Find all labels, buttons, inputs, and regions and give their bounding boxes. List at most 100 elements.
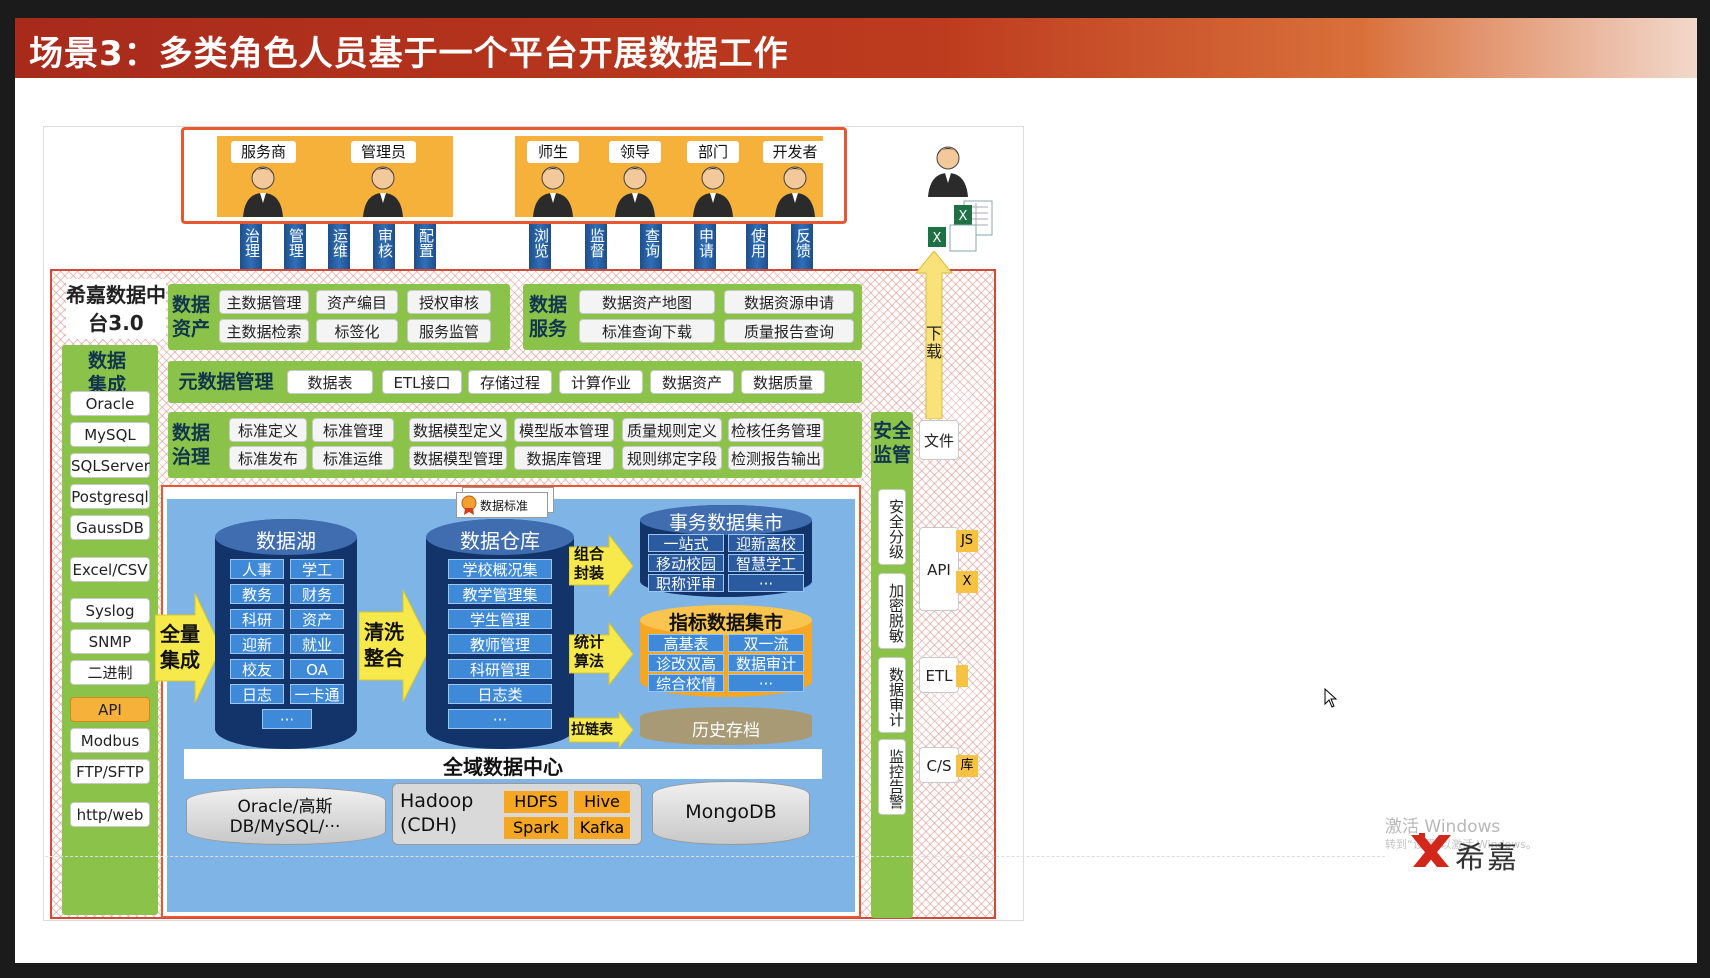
metadata-item: 数据质量 — [741, 370, 825, 394]
arrow-shaft — [585, 224, 607, 272]
index-mart-item: 数据审计 — [728, 654, 804, 673]
source-mysql: MySQL — [70, 422, 150, 447]
output-cs: C/S — [919, 747, 959, 783]
warehouse-item: 日志类 — [448, 684, 552, 704]
source-syslog: Syslog — [70, 598, 150, 623]
data-lake-item: ··· — [262, 709, 312, 729]
arrow-shaft — [414, 224, 436, 272]
history-cylinder — [640, 707, 812, 745]
asset-service-monitor: 服务监管 — [407, 319, 491, 343]
kafka-chip: Kafka — [574, 817, 630, 839]
action-label: 运维 — [331, 228, 349, 258]
platform-name: 希嘉数据中台3.0 — [66, 283, 166, 335]
role-teacher-student: 师生 — [527, 141, 579, 163]
biz-mart-item: 一站式 — [648, 534, 724, 553]
output-api: API — [919, 527, 959, 611]
warehouse-item: 学校概况集 — [448, 559, 552, 579]
data-lake-item: 校友 — [230, 659, 284, 679]
arrow-shaft — [240, 224, 262, 272]
governance-item: 规则绑定字段 — [622, 446, 722, 470]
windows-watermark-line1: 激活 Windows — [1385, 817, 1501, 837]
governance-item: 标准管理 — [312, 418, 394, 442]
security-item: 数据审计 — [878, 657, 906, 733]
slide: 场景3：多类角色人员基于一个平台开展数据工作 服务商 管理员 师生 领导 部门 … — [15, 18, 1697, 963]
svg-text:X: X — [959, 209, 968, 224]
oracle-storage — [186, 787, 386, 845]
warehouse-title: 数据仓库 — [460, 529, 540, 553]
source-sqlserver: SQLServer — [70, 453, 150, 478]
action-label: 浏览 — [532, 228, 550, 258]
governance-item: 数据库管理 — [514, 446, 614, 470]
hadoop-label: Hadoop (CDH) — [400, 790, 474, 836]
tag-x: X — [956, 571, 978, 593]
download-label: 下载 — [925, 324, 942, 361]
person-icon — [615, 166, 655, 217]
index-mart-top — [640, 605, 812, 635]
data-lake-item: 科研 — [230, 609, 284, 629]
biz-mart-item: 智慧学工 — [728, 554, 804, 573]
action-label: 审核 — [376, 228, 394, 258]
index-mart-title: 指标数据集市 — [668, 612, 783, 634]
spark-chip: Spark — [504, 817, 568, 839]
warehouse-item: 科研管理 — [448, 659, 552, 679]
action-label: 监督 — [588, 228, 606, 258]
service-quality-report: 质量报告查询 — [724, 319, 854, 343]
metadata-item: 存储过程 — [468, 370, 552, 394]
metadata-item: 数据表 — [287, 370, 373, 394]
action-label: 管理 — [287, 228, 305, 258]
output-etl: ETL — [919, 657, 959, 693]
data-lake-item: 学工 — [290, 559, 344, 579]
footer-divider — [45, 856, 1385, 857]
mouse-cursor-icon — [1324, 688, 1338, 708]
arrow-shaft — [284, 224, 306, 272]
source-http-web: http/web — [70, 802, 150, 827]
title-bar: 场景3：多类角色人员基于一个平台开展数据工作 — [15, 18, 1697, 78]
arrow-shaft — [746, 224, 768, 272]
biz-mart-top — [640, 505, 812, 535]
data-standard-label: 数据标准 — [480, 499, 529, 513]
combine-arrow — [569, 535, 633, 597]
metadata-item: 数据资产 — [650, 370, 734, 394]
role-developer: 开发者 — [763, 141, 827, 163]
action-label: 使用 — [749, 228, 767, 258]
action-label: 治理 — [243, 228, 261, 258]
data-center-label: 全域数据中心 — [443, 755, 563, 779]
asset-master-data: 主数据管理 — [219, 290, 309, 314]
tag-ku: 库 — [956, 755, 978, 777]
data-lake-item: OA — [290, 659, 344, 679]
person-icon — [243, 166, 283, 217]
arrow-shaft — [791, 224, 813, 272]
source-oracle: Oracle — [70, 391, 150, 416]
asset-tagging: 标签化 — [316, 319, 398, 343]
hdfs-chip: HDFS — [504, 791, 568, 813]
spreadsheet-icon: X X — [928, 200, 993, 252]
biz-mart-item: 职称评审 — [648, 574, 724, 593]
metadata-item: 计算作业 — [559, 370, 643, 394]
collect-arrow — [155, 593, 221, 703]
index-mart-item: 高基表 — [648, 634, 724, 653]
history-label: 历史存档 — [692, 721, 760, 741]
security-label: 安全监管 — [872, 420, 911, 466]
oracle-storage-label: Oracle/高斯DB/MySQL/··· — [229, 797, 341, 837]
role-provider: 服务商 — [231, 141, 296, 163]
source-excel-csv: Excel/CSV — [70, 557, 150, 582]
index-mart-item: ··· — [728, 674, 804, 693]
asset-catalog: 资产编目 — [316, 290, 398, 314]
person-icon — [775, 166, 815, 217]
data-lake-item: 日志 — [230, 684, 284, 704]
biz-mart-item: 移动校园 — [648, 554, 724, 573]
data-service-label: 数据服务 — [528, 294, 567, 340]
hive-chip: Hive — [574, 791, 630, 813]
full-collect-label: 全量集成 — [160, 622, 200, 672]
warehouse-item: 学生管理 — [448, 609, 552, 629]
source-api: API — [70, 697, 150, 722]
data-lake-item: 财务 — [290, 584, 344, 604]
security-item: 加密脱敏 — [878, 573, 906, 649]
data-lake-item: 就业 — [290, 634, 344, 654]
governance-item: 标准发布 — [229, 446, 307, 470]
warehouse-top — [426, 519, 574, 555]
governance-item: 数据模型管理 — [409, 446, 507, 470]
governance-item: 检核任务管理 — [728, 418, 824, 442]
platform-name-box: 希嘉数据中台3.0 — [66, 279, 166, 339]
person-icon — [533, 166, 573, 217]
